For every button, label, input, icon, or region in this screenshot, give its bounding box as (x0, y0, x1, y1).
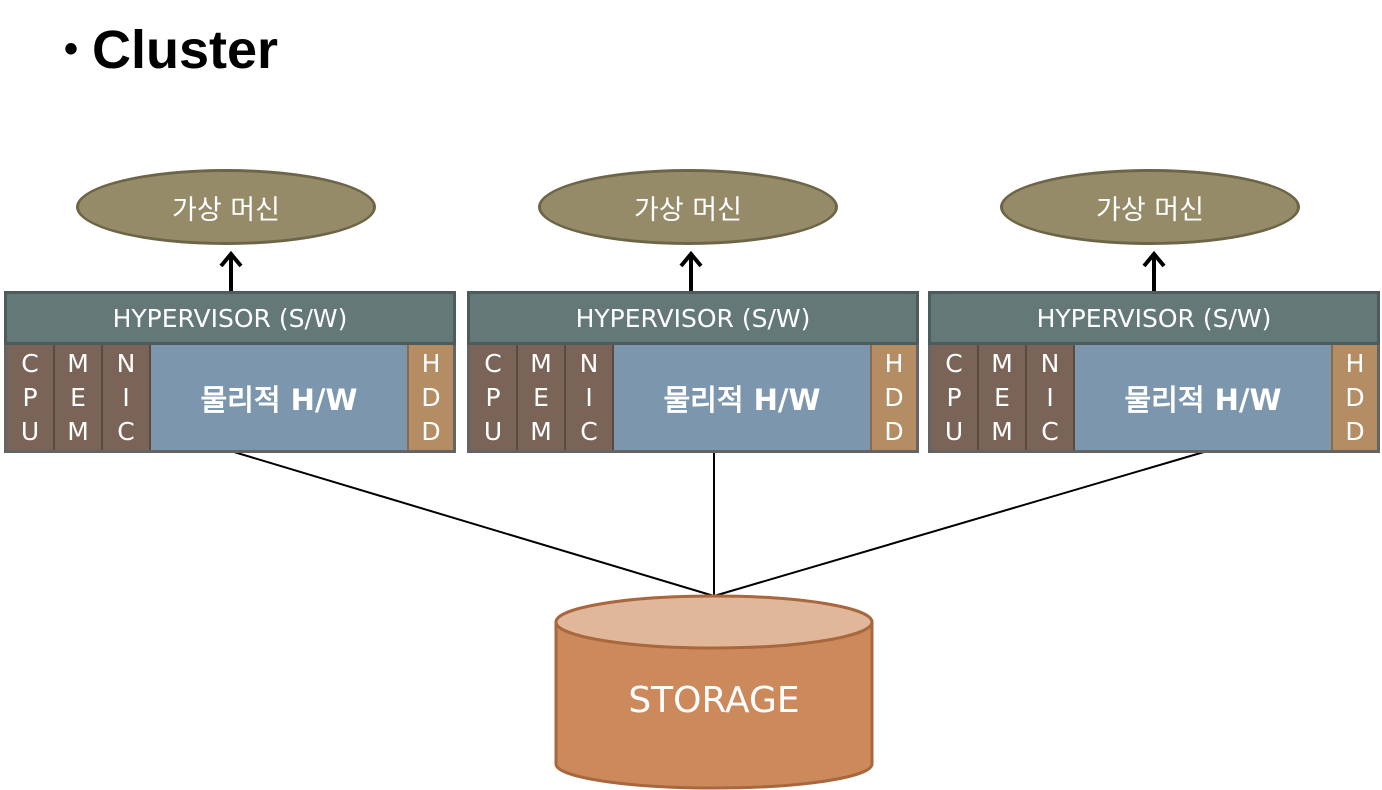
mem-letter: M (67, 416, 89, 446)
hardware-layer: C P U M E M N I C 물리적 H/W H D D (928, 345, 1380, 453)
connector-line-node-1 (233, 451, 715, 597)
mem-letter: E (994, 382, 1010, 412)
physical-hw-label: 물리적 H/W (663, 382, 821, 417)
hardware-layer: C P U M E M N I C 물리적 H/W H D D (467, 345, 919, 453)
hardware-layer: C P U M E M N I C 물리적 H/W H D D (4, 345, 456, 453)
cpu-letter: P (485, 382, 501, 412)
hdd-letter: H (1345, 349, 1365, 379)
arrow-up-icon (219, 250, 243, 296)
physical-hw-block: 물리적 H/W (614, 345, 870, 450)
hypervisor-label: HYPERVISOR (S/W) (112, 303, 348, 333)
cpu-letter: P (946, 382, 962, 412)
cpu-letter: C (21, 349, 39, 379)
cpu-block: C P U (7, 345, 55, 450)
hdd-block: H D D (870, 345, 916, 450)
physical-hw-block: 물리적 H/W (1075, 345, 1331, 450)
hypervisor-label: HYPERVISOR (S/W) (1036, 303, 1272, 333)
nic-letter: C (117, 416, 135, 446)
cpu-block: C P U (931, 345, 979, 450)
server-node-1: HYPERVISOR (S/W) C P U M E M N I C 물리적 H… (4, 291, 456, 453)
virtual-machine-2: 가상 머신 (538, 169, 838, 245)
slide-title: • Cluster (64, 18, 278, 83)
nic-block: N I C (103, 345, 151, 450)
physical-hw-label: 물리적 H/W (1124, 382, 1282, 417)
cpu-letter: U (944, 416, 964, 446)
hdd-letter: H (421, 349, 441, 379)
vm-label: 가상 머신 (1096, 194, 1204, 226)
mem-block: M E M (55, 345, 103, 450)
physical-hw-label: 물리적 H/W (200, 382, 358, 417)
cpu-letter: C (945, 349, 963, 379)
connector-line-node-3 (713, 451, 1205, 597)
hdd-block: H D D (407, 345, 453, 450)
storage-label: STORAGE (628, 680, 800, 721)
nic-letter: N (1040, 349, 1060, 379)
nic-letter: C (1041, 416, 1059, 446)
mem-block: M E M (979, 345, 1027, 450)
mem-letter: M (991, 416, 1013, 446)
cpu-letter: P (22, 382, 38, 412)
cpu-letter: C (484, 349, 502, 379)
hypervisor-layer: HYPERVISOR (S/W) (928, 291, 1380, 345)
nic-letter: I (122, 382, 130, 412)
nic-letter: N (116, 349, 136, 379)
hdd-letter: H (884, 349, 904, 379)
hdd-block: H D D (1331, 345, 1377, 450)
nic-letter: I (1046, 382, 1054, 412)
vm-label: 가상 머신 (172, 194, 280, 226)
mem-letter: M (67, 349, 89, 379)
nic-block: N I C (566, 345, 614, 450)
nic-block: N I C (1027, 345, 1075, 450)
server-node-2: HYPERVISOR (S/W) C P U M E M N I C 물리적 H… (467, 291, 919, 453)
hypervisor-layer: HYPERVISOR (S/W) (467, 291, 919, 345)
hdd-letter: D (1345, 382, 1365, 412)
slide-title-text: Cluster (92, 20, 279, 80)
physical-hw-block: 물리적 H/W (151, 345, 407, 450)
cpu-letter: U (483, 416, 503, 446)
hdd-letter: D (421, 416, 441, 446)
nic-letter: I (585, 382, 593, 412)
virtual-machine-1: 가상 머신 (76, 169, 376, 245)
mem-letter: E (533, 382, 549, 412)
hdd-letter: D (1345, 416, 1365, 446)
arrow-up-icon (1142, 250, 1166, 296)
hypervisor-label: HYPERVISOR (S/W) (575, 303, 811, 333)
mem-letter: M (991, 349, 1013, 379)
virtual-machine-3: 가상 머신 (1000, 169, 1300, 245)
bullet-icon: • (64, 27, 79, 71)
vm-label: 가상 머신 (634, 194, 742, 226)
server-node-3: HYPERVISOR (S/W) C P U M E M N I C 물리적 H… (928, 291, 1380, 453)
mem-letter: E (70, 382, 86, 412)
mem-block: M E M (518, 345, 566, 450)
mem-letter: M (530, 416, 552, 446)
mem-letter: M (530, 349, 552, 379)
arrow-up-icon (679, 250, 703, 296)
cpu-block: C P U (470, 345, 518, 450)
nic-letter: C (580, 416, 598, 446)
hdd-letter: D (884, 416, 904, 446)
hdd-letter: D (884, 382, 904, 412)
storage-cylinder (554, 594, 874, 790)
hdd-letter: D (421, 382, 441, 412)
nic-letter: N (579, 349, 599, 379)
cpu-letter: U (20, 416, 40, 446)
hypervisor-layer: HYPERVISOR (S/W) (4, 291, 456, 345)
